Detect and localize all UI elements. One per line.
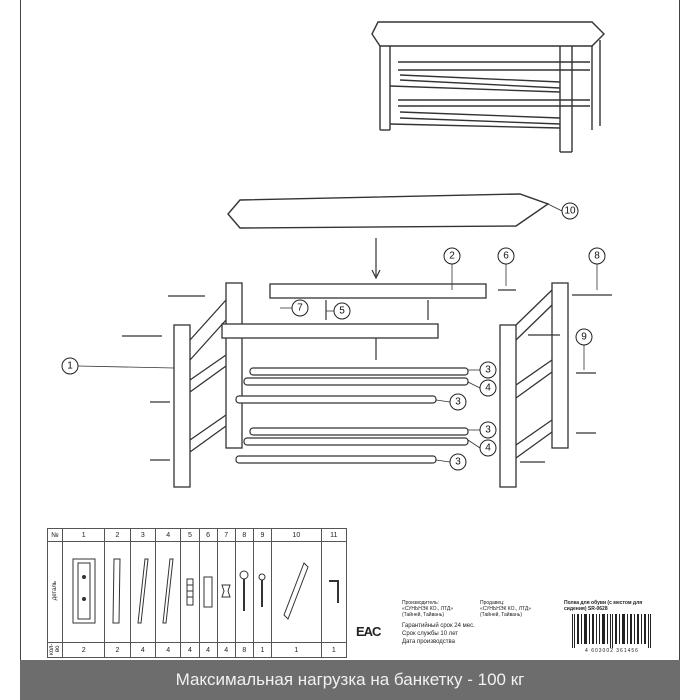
callout-4a: 4 [485,383,491,394]
part-number: 2 [104,528,131,542]
terms-block: Гарантийный срок 24 мес. Срок службы 10 … [402,622,475,646]
part-qty: 4 [129,642,157,658]
part-image-seat [271,541,322,643]
part-image-side-frame [61,541,106,643]
callout-3b: 3 [455,397,461,408]
seller: «СУНЬНЭК КО., ЛТД» (Тайней, Тайвань) [480,606,532,618]
callout-5: 5 [339,306,345,317]
part-number: 5 [180,528,200,542]
bolts [122,289,612,463]
part-number: 9 [252,528,273,542]
callout-3a: 3 [485,365,491,376]
part-number: 1 [61,528,106,542]
assembled-bench-illustration [371,21,605,153]
part-number: 4 [155,528,182,542]
callout-6: 6 [503,251,509,262]
part-image-rail [104,541,131,643]
product-label: Производитель: «СУНЬНЭК КО., ЛТД» (Тайне… [352,594,658,656]
part-qty: 4 [216,642,236,658]
max-load-banner: Максимальная нагрузка на банкетку - 100 … [20,660,680,700]
part-label: деталь [52,581,58,601]
part-image-anchor [198,541,218,643]
callout-2: 2 [449,251,455,262]
part-image-rod-b [155,541,182,643]
part-qty: 2 [61,642,106,658]
seller-label: Продавец: [480,600,505,606]
part-number: 6 [198,528,218,542]
part-qty: 4 [180,642,200,658]
eac-mark: EAC [356,624,381,639]
part-qty: 1 [320,642,348,658]
callout-4b: 4 [485,443,491,454]
page-frame [20,0,680,700]
qty-label-cell: кол-во [47,642,63,658]
part-number: 11 [320,528,348,542]
product-name: Полка для обуви (с местом для сидения) S… [564,600,643,612]
part-qty: 2 [104,642,131,658]
part-image-cam-nut [216,541,236,643]
callout-7: 7 [297,303,303,314]
manufacturer-label: Производитель: [402,600,439,606]
production-date-text: Дата производства [402,639,456,645]
callout-3d: 3 [455,457,461,468]
part-qty: 8 [234,642,254,658]
part-number: 7 [216,528,236,542]
right-side-frame [499,282,569,488]
part-number: 3 [129,528,157,542]
part-number: 10 [271,528,322,542]
part-image-dowel [180,541,200,643]
parts-table: № 1 2 3 4 5 6 7 8 9 10 11 деталь [47,528,348,658]
warranty-text: Гарантийный срок 24 мес. [402,623,475,629]
no-header: № [47,528,63,542]
part-image-rod-a [129,541,157,643]
shelf-rods [235,367,469,464]
part-label-cell: деталь [47,541,63,643]
part-qty: 1 [252,642,273,658]
callout-10: 10 [564,206,576,217]
part-number: 8 [234,528,254,542]
seat-board [227,193,550,229]
part-qty: 4 [155,642,182,658]
manufacturer: «СУНЬНЭК КО., ЛТД» (Тайней, Тайвань) [402,606,454,618]
part-image-hex-key [320,541,348,643]
callout-8: 8 [594,251,600,262]
callout-1: 1 [67,361,73,372]
callout-3c: 3 [485,425,491,436]
qty-label: кол-во [49,643,61,655]
part-qty: 1 [271,642,322,658]
part-image-bolt [234,541,254,643]
barcode-number: 4 603002 361456 [585,648,639,654]
callout-9: 9 [581,332,587,343]
barcode [572,614,651,648]
left-side-frame [173,282,243,488]
top-rails [221,283,487,339]
part-qty: 4 [198,642,218,658]
service-life-text: Срок службы 10 лет [402,631,459,637]
part-image-screw [252,541,273,643]
